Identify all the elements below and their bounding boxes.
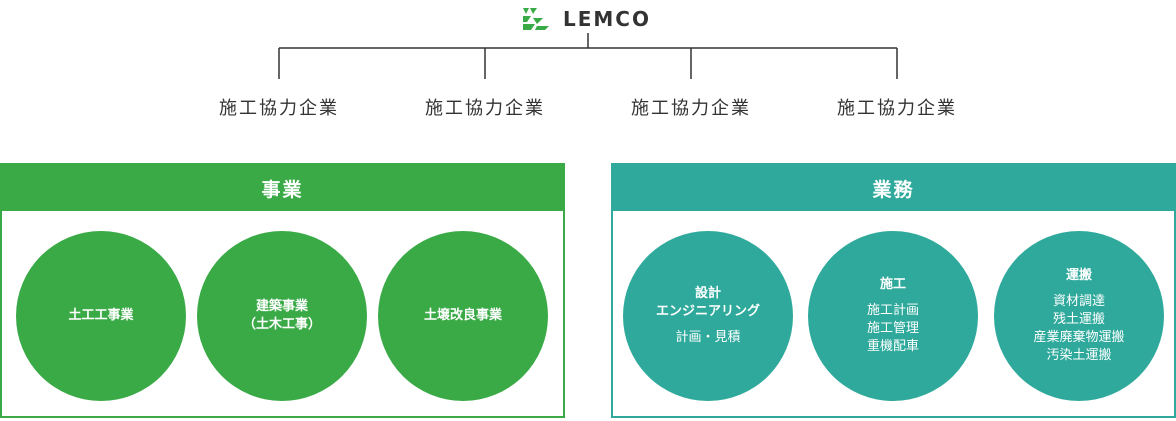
services-circle-items: 施工計画 施工管理 重機配車 [867, 302, 919, 356]
lemco-logo-mark-icon [523, 8, 549, 30]
business-circle-soil-improvement: 土壌改良事業 [378, 231, 548, 401]
partner-label-2: 施工協力企業 [425, 98, 545, 119]
business-circle-construction: 建築事業 （土木工事） [197, 231, 367, 401]
services-panel-title: 業務 [613, 165, 1174, 211]
services-circle-item: 計画・見積 [675, 330, 741, 345]
business-circle-earthwork: 土工工事業 [16, 231, 186, 401]
services-circle-transport: 運搬 資材調達 残土運搬 産業廃棄物運搬 汚染土運搬 [994, 231, 1164, 401]
services-circle-title: 施工 [879, 277, 906, 292]
services-circle-item: 資材調達 [1052, 294, 1105, 309]
services-circle-title: 運搬 [1065, 268, 1092, 283]
services-circle-items: 資材調達 残土運搬 産業廃棄物運搬 汚染土運搬 [1033, 293, 1124, 365]
business-panel: 事業 土工工事業 建築事業 （土木工事） 土壌改良事業 [0, 163, 565, 418]
business-circle-label: 建築事業 [255, 299, 308, 314]
services-circle-construction: 施工 施工計画 施工管理 重機配車 [808, 231, 978, 401]
business-panel-title: 事業 [2, 165, 563, 211]
logo-text: LEMCO [563, 7, 651, 31]
services-circle-design: 設計 エンジニアリング 計画・見積 [623, 231, 793, 401]
services-panel: 業務 設計 エンジニアリング 計画・見積 施工 施工計画 施工管理 重機配車 運… [611, 163, 1176, 418]
lemco-logo: LEMCO [521, 4, 651, 34]
services-circle-items: 計画・見積 [675, 329, 740, 347]
business-circle-label: 土工工事業 [68, 308, 134, 323]
services-circle-item: 施工計画 [866, 303, 919, 318]
business-circle-label: 土壌改良事業 [423, 308, 502, 323]
partner-label-4: 施工協力企業 [837, 98, 957, 119]
services-circle-item: 施工管理 [866, 321, 919, 336]
services-circle-item: 汚染土運搬 [1046, 348, 1112, 363]
services-circle-item: 重機配車 [866, 339, 919, 354]
org-tree-connector [278, 33, 898, 79]
services-circle-item: 産業廃棄物運搬 [1033, 330, 1125, 345]
services-circle-title: 設計 [694, 286, 721, 301]
business-circle-sublabel: （土木工事） [242, 317, 321, 332]
services-circle-title: エンジニアリング [655, 304, 760, 319]
partner-label-3: 施工協力企業 [631, 98, 751, 119]
partner-label-1: 施工協力企業 [219, 98, 339, 119]
services-circle-item: 残土運搬 [1052, 312, 1105, 327]
